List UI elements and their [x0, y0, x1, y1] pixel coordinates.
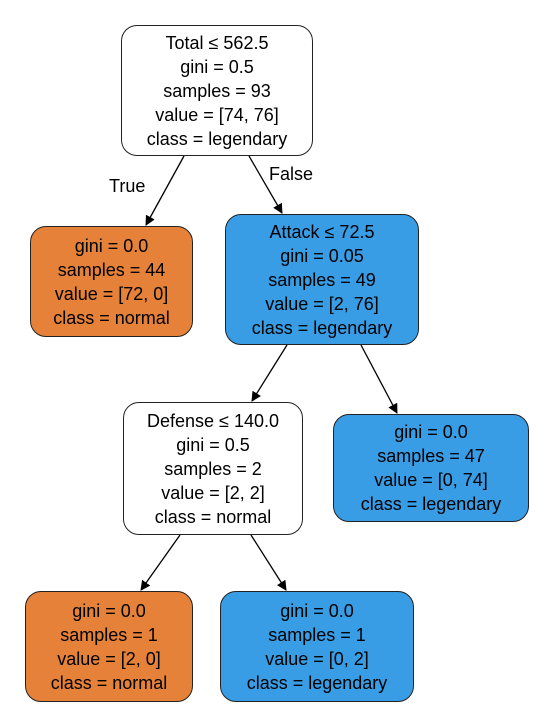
node-samples: samples = 49	[268, 269, 376, 290]
node-class: class = normal	[50, 672, 168, 693]
node-value: value = [74, 76]	[155, 104, 279, 125]
node-samples: samples = 47	[377, 446, 485, 466]
node-gini: gini = 0.0	[72, 600, 146, 621]
node-value: value = [72, 0]	[54, 283, 169, 304]
node-class: class = normal	[154, 506, 272, 527]
split-node-defense: Defense ≤ 140.0 gini = 0.5 samples = 2 v…	[123, 402, 303, 535]
leaf-node-legendary-47: gini = 0.0 samples = 47 value = [0, 74] …	[333, 414, 529, 522]
node-samples: samples = 1	[60, 624, 158, 645]
node-gini: gini = 0.0	[74, 235, 149, 256]
node-gini: gini = 0.5	[180, 56, 254, 77]
node-value: value = [2, 76]	[265, 293, 379, 314]
node-value: value = [2, 2]	[161, 482, 265, 503]
leaf-node-normal-44: gini = 0.0 samples = 44 value = [72, 0] …	[30, 226, 193, 337]
split-node-attack: Attack ≤ 72.5 gini = 0.05 samples = 49 v…	[225, 214, 419, 345]
leaf-node-legendary-1: gini = 0.0 samples = 1 value = [0, 2] cl…	[220, 591, 414, 702]
node-gini: gini = 0.05	[280, 245, 364, 266]
node-split-condition: Attack ≤ 72.5	[269, 221, 375, 242]
node-class: class = legendary	[251, 317, 393, 338]
edge-label-true: True	[109, 176, 146, 196]
node-class: class = legendary	[146, 128, 288, 149]
node-samples: samples = 93	[163, 80, 271, 101]
edge-defense-to-normal-leaf	[140, 534, 181, 591]
edge-attack-to-right-leaf	[360, 344, 398, 414]
edge-root-to-attack-split	[248, 155, 283, 214]
edge-label-false: False	[269, 164, 314, 184]
node-class: class = legendary	[246, 672, 388, 693]
node-gini: gini = 0.5	[176, 434, 250, 455]
leaf-node-normal-1: gini = 0.0 samples = 1 value = [2, 0] cl…	[25, 591, 193, 702]
edge-defense-to-legendary-leaf	[250, 534, 287, 591]
node-samples: samples = 2	[164, 458, 262, 479]
node-class: class = normal	[53, 307, 170, 328]
node-gini: gini = 0.0	[280, 600, 354, 621]
node-class: class = legendary	[360, 494, 502, 514]
node-value: value = [2, 0]	[57, 648, 161, 669]
edge-root-to-left-leaf	[145, 155, 185, 226]
node-value: value = [0, 74]	[374, 470, 488, 490]
node-value: value = [0, 2]	[265, 648, 369, 669]
node-samples: samples = 44	[57, 259, 166, 280]
node-split-condition: Total ≤ 562.5	[165, 32, 269, 53]
node-split-condition: Defense ≤ 140.0	[147, 410, 279, 431]
node-gini: gini = 0.0	[394, 422, 468, 442]
root-node-total-split: Total ≤ 562.5 gini = 0.5 samples = 93 va…	[121, 25, 313, 156]
node-samples: samples = 1	[268, 624, 366, 645]
edge-attack-to-defense-split	[251, 344, 288, 402]
